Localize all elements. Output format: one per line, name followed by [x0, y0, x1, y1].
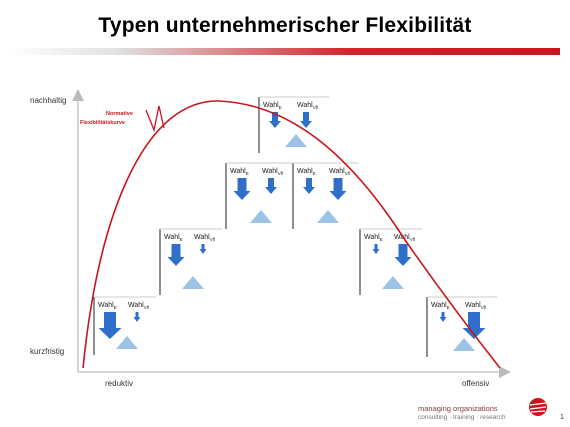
x-axis-left-label: reduktiv	[105, 379, 133, 388]
left-choice-label: WahlE	[164, 234, 183, 242]
flexibility-box: WahlE WahlVfl	[258, 96, 329, 153]
page-title: Typen unternehmerischer Flexibilität	[98, 14, 472, 37]
left-choice-subscript: E	[380, 237, 383, 242]
down-arrow-icon	[394, 244, 412, 266]
down-arrow-icon	[167, 244, 185, 266]
page-number: 1	[560, 414, 564, 421]
balance-triangle-icon	[285, 134, 307, 147]
down-arrow-icon	[372, 244, 380, 254]
left-choice-subscript: E	[313, 171, 316, 176]
title-divider	[10, 48, 560, 55]
flexibility-box: WahlE WahlVfl	[426, 296, 497, 357]
curve-label-line2: Flexibilitätskurve	[80, 120, 125, 126]
normative-flexibility-curve	[82, 100, 501, 369]
down-arrow-icon	[329, 178, 347, 200]
right-choice-label: WahlVfl	[297, 102, 318, 110]
left-choice-label: WahlE	[297, 168, 316, 176]
x-axis-right-label: offensiv	[462, 379, 489, 388]
right-choice-subscript: Vfl	[210, 237, 215, 242]
left-choice-subscript: E	[246, 171, 249, 176]
y-axis-bottom-label: kurzfristig	[30, 347, 64, 356]
balance-triangle-icon	[182, 276, 204, 289]
left-choice-label: WahlE	[364, 234, 383, 242]
right-choice-subscript: Vfl	[313, 105, 318, 110]
right-choice-label: WahlVfl	[465, 302, 486, 310]
down-arrow-icon	[98, 312, 122, 339]
right-choice-label: WahlVfl	[329, 168, 350, 176]
right-choice-label: WahlVfl	[194, 234, 215, 242]
curve-label-pointer	[145, 105, 165, 133]
right-choice-subscript: Vfl	[410, 237, 415, 242]
company-logo-icon	[529, 398, 547, 416]
right-choice-subscript: Vfl	[345, 171, 350, 176]
left-choice-label: WahlE	[431, 302, 450, 310]
left-choice-subscript: E	[279, 105, 282, 110]
left-choice-label: WahlE	[263, 102, 282, 110]
left-choice-label: WahlE	[98, 302, 117, 310]
down-arrow-icon	[303, 178, 315, 194]
down-arrow-icon	[233, 178, 251, 200]
left-choice-label: WahlE	[230, 168, 249, 176]
down-arrow-icon	[462, 312, 486, 339]
balance-triangle-icon	[382, 276, 404, 289]
right-choice-label: WahlVfl	[262, 168, 283, 176]
flexibility-box: WahlE WahlVfl	[292, 162, 359, 229]
left-choice-subscript: E	[447, 305, 450, 310]
left-choice-subscript: E	[180, 237, 183, 242]
flexibility-box: WahlE WahlVfl	[93, 296, 156, 355]
flexibility-box: WahlE WahlVfl	[225, 162, 292, 229]
down-arrow-icon	[133, 312, 141, 322]
left-choice-subscript: E	[114, 305, 117, 310]
balance-triangle-icon	[317, 210, 339, 223]
down-arrow-icon	[265, 178, 277, 194]
right-choice-subscript: Vfl	[144, 305, 149, 310]
footer-tagline: consulting · training · research	[418, 414, 506, 421]
right-choice-subscript: Vfl	[481, 305, 486, 310]
down-arrow-icon	[300, 112, 312, 128]
footer-company-name: managing organizations	[418, 404, 498, 413]
flexibility-box: WahlE WahlVfl	[159, 228, 222, 295]
down-arrow-icon	[199, 244, 207, 254]
curve-label-line1: Normative	[106, 111, 133, 117]
y-axis-top-label: nachhaltig	[30, 96, 66, 105]
balance-triangle-icon	[453, 338, 475, 351]
balance-triangle-icon	[250, 210, 272, 223]
balance-triangle-icon	[116, 336, 138, 349]
down-arrow-icon	[439, 312, 447, 322]
right-choice-subscript: Vfl	[278, 171, 283, 176]
right-choice-label: WahlVfl	[128, 302, 149, 310]
